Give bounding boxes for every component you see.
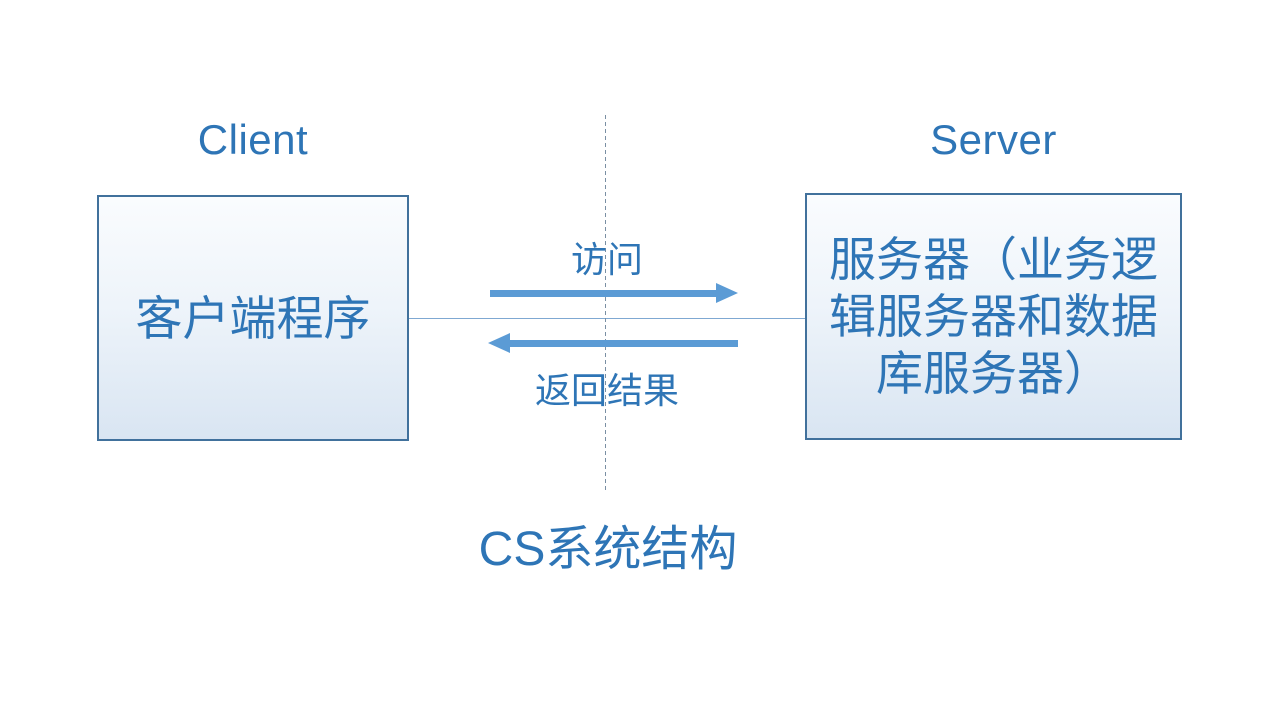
arrow-left-head <box>488 333 510 353</box>
dashed-divider-line <box>605 115 606 490</box>
server-box-label: 服务器（业务逻 辑服务器和数据 库服务器） <box>829 233 1158 400</box>
client-heading: Client <box>197 116 309 163</box>
arrow-right-shaft <box>490 290 718 297</box>
client-box-label: 客户端程序 <box>135 291 371 345</box>
server-box: 服务器（业务逻 辑服务器和数据 库服务器） <box>805 193 1182 440</box>
slide-title: CS系统结构 <box>478 523 738 576</box>
arrow-right-icon <box>490 283 738 303</box>
arrow-right-head <box>716 283 738 303</box>
server-heading: Server <box>930 116 1057 163</box>
arrow-left-icon <box>488 333 738 353</box>
arrow-left-shaft <box>508 340 738 347</box>
request-arrow-label: 访问 <box>570 239 643 280</box>
connector-line <box>409 318 805 319</box>
client-box: 客户端程序 <box>97 195 409 441</box>
response-arrow-label: 返回结果 <box>534 370 679 411</box>
